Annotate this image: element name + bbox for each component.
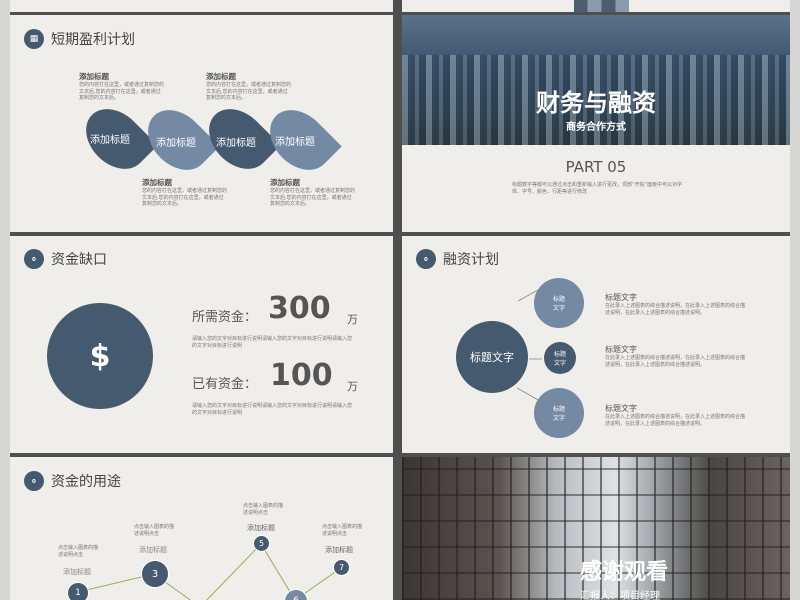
usage-text: 点击输入图表的描述说明点击 [243, 503, 284, 516]
slide-financing-plan[interactable]: ₀ 融资计划 标题文字 标题文字 标题文字 标题文字 标题文字在此录入上述图表的… [402, 236, 790, 453]
note-3: 添加标题您的内容打在这里，或者通过复制您的文本后,您的内容打在这里，或者通过复制… [142, 178, 228, 207]
previous-slide-right[interactable] [402, 0, 790, 12]
slide-section-cover[interactable]: 财务与融资 商务合作方式 PART 05 标题数字等都可以通过点击和重新输入进行… [402, 15, 790, 232]
slide-header: ₀ 融资计划 [416, 249, 499, 269]
have-unit: 万 [347, 380, 358, 393]
slide-thanks[interactable]: 感谢观看 汇报人：项目经理 [402, 457, 790, 600]
usage-title: 添加标题 [63, 568, 91, 576]
usage-title: 添加标题 [325, 546, 353, 554]
usage-node: 5 [253, 535, 270, 552]
plan-circle: 标题文字 [534, 388, 584, 438]
watering-money-icon: $ [47, 303, 153, 409]
usage-node: 1 [67, 582, 89, 600]
petal-label: 添加标题 [275, 137, 315, 148]
money-icon: ₀ [416, 249, 436, 269]
decor-bars [574, 0, 629, 12]
slide-header: ₀ 资金的用途 [24, 471, 121, 491]
usage-text: 点击输入图表的描述说明点击 [134, 524, 175, 537]
slide-fund-usage[interactable]: ₀ 资金的用途 点击输入图表的描述说明点击 添加标题 1 点击输入图表的描述说明… [10, 457, 393, 600]
slide-title: 资金的用途 [51, 474, 121, 490]
needed-label: 所需资金： [192, 310, 258, 325]
slide-funding-gap[interactable]: ₀ 资金缺口 $ 所需资金： 300 万 请输入您的文字对目标进行说明请输入您的… [10, 236, 393, 453]
note-2: 添加标题您的内容打在这里，或者通过复制您的文本后,您的内容打在这里，或者通过复制… [206, 72, 292, 101]
money-icon: ₀ [24, 249, 44, 269]
divider [393, 0, 402, 600]
usage-title: 添加标题 [139, 546, 167, 554]
slide-profit-plan[interactable]: ▦ 短期盈利计划 添加标题您的内容打在这里，或者通过复制您的文本后,您的内容打在… [10, 15, 393, 232]
plan-circle: 标题文字 [534, 278, 584, 328]
previous-slide-left[interactable] [10, 0, 393, 12]
slide-title: 资金缺口 [51, 252, 107, 268]
calendar-icon: ▦ [24, 29, 44, 49]
petal-label: 添加标题 [216, 138, 256, 149]
plan-item: 标题文字在此录入上述图表的综合描述说明，在此录入上述图表的综合描述说明，在此录入… [605, 345, 746, 368]
section-description: 标题数字等都可以通过点击和重新输入进行更改，顶部“开始”面板中可以对字体、字号、… [512, 182, 683, 195]
thanks-subtitle: 汇报人：项目经理 [580, 591, 660, 600]
plan-item: 标题文字在此录入上述图表的综合描述说明，在此录入上述图表的综合描述说明，在此录入… [605, 293, 746, 316]
slide-title: 短期盈利计划 [51, 32, 135, 48]
plan-circle: 标题文字 [544, 342, 576, 374]
needed-unit: 万 [347, 313, 358, 326]
center-circle: 标题文字 [456, 321, 528, 393]
usage-title: 添加标题 [247, 524, 275, 532]
slide-title: 融资计划 [443, 252, 499, 268]
needed-value: 300 [268, 291, 331, 326]
usage-text: 点击输入图表的描述说明点击 [322, 524, 363, 537]
have-label: 已有资金： [192, 377, 258, 392]
plan-item: 标题文字在此录入上述图表的综合描述说明，在此录入上述图表的综合描述说明，在此录入… [605, 404, 746, 427]
thanks-title: 感谢观看 [580, 560, 669, 585]
part-number: PART 05 [565, 158, 627, 176]
needed-description: 请输入您的文字对目标进行说明请输入您的文字对目标进行说明请输入您的文字对目标进行… [192, 336, 353, 349]
have-value: 100 [270, 358, 333, 393]
money-icon: ₀ [24, 471, 44, 491]
usage-text: 点击输入图表的描述说明点击 [58, 545, 99, 558]
slide-header: ▦ 短期盈利计划 [24, 29, 135, 49]
usage-node: 7 [333, 559, 350, 576]
note-4: 添加标题您的内容打在这里，或者通过复制您的文本后,您的内容打在这里，或者通过复制… [270, 178, 356, 207]
note-1: 添加标题您的内容打在这里，或者通过复制您的文本后,您的内容打在这里，或者通过复制… [79, 72, 165, 101]
usage-node: 3 [141, 560, 169, 588]
slide-header: ₀ 资金缺口 [24, 249, 107, 269]
petal-label: 添加标题 [156, 138, 196, 149]
have-description: 请输入您的文字对目标进行说明请输入您的文字对目标进行说明请输入您的文字对目标进行… [192, 403, 353, 416]
cover-subtitle: 商务合作方式 [566, 122, 626, 133]
building-photo [402, 457, 790, 600]
petal-label: 添加标题 [90, 135, 130, 146]
cover-title: 财务与融资 [536, 89, 656, 117]
city-photo: 财务与融资 商务合作方式 [402, 15, 790, 145]
